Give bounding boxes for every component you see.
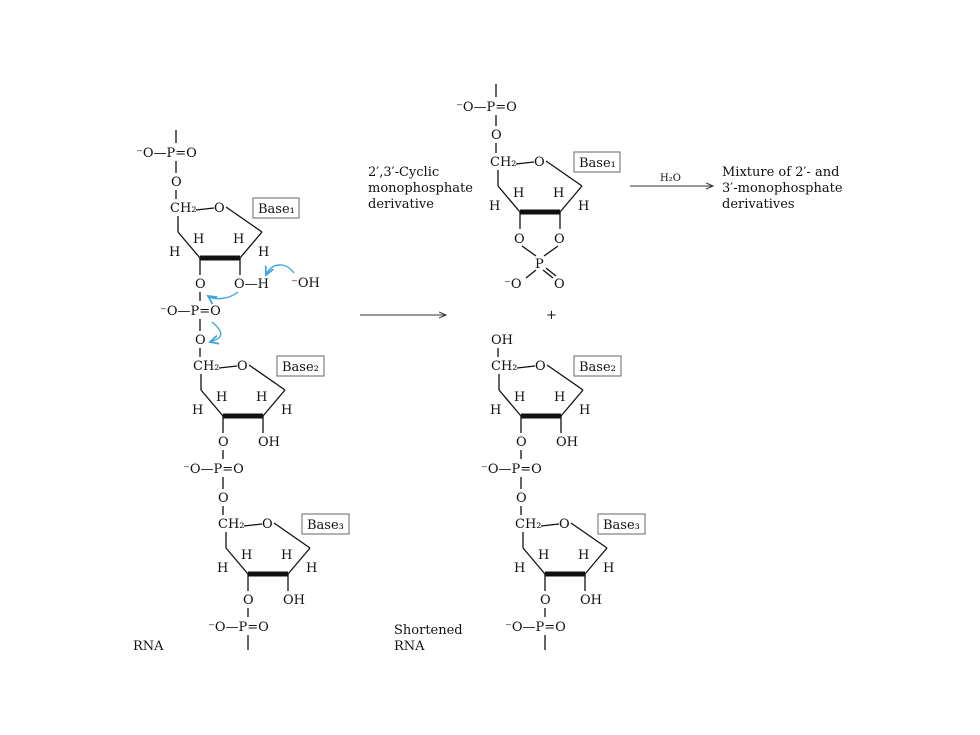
svg-text:H: H xyxy=(513,186,524,201)
attack-arrow-1 xyxy=(266,264,295,275)
base-1-label: Base₁ xyxy=(258,202,295,217)
phosphate-top: ⁻O—P=O xyxy=(136,146,197,161)
svg-text:H: H xyxy=(306,561,317,576)
svg-text:H: H xyxy=(603,561,614,576)
ring-oxygen-2: O xyxy=(237,359,248,374)
oxygen-5prime-2: O xyxy=(195,333,206,348)
ring-oxygen-1: O xyxy=(214,201,225,216)
phosphate-cyclic-top: ⁻O—P=O xyxy=(456,100,517,115)
oxygen-3prime-s3: O xyxy=(540,593,551,608)
base-box-cyclic xyxy=(573,151,621,173)
svg-text:H: H xyxy=(233,232,244,247)
svg-text:H: H xyxy=(216,390,227,405)
base-box-1 xyxy=(252,197,300,219)
hydroxyl-2prime-s3: OH xyxy=(580,593,602,608)
oxygen-5prime-3: O xyxy=(218,491,229,506)
base-box-3 xyxy=(301,513,350,535)
ribose-2: CH₂ O H H H H Base₂ O OH xyxy=(192,355,325,450)
mixture-label-line-3: derivatives xyxy=(722,197,795,212)
ring-oxygen-cyclic: O xyxy=(534,155,545,170)
base-cyclic-label: Base₁ xyxy=(579,156,616,171)
hydroxyl-2prime-2: OH xyxy=(258,435,280,450)
ch2-2: CH₂ xyxy=(193,359,220,374)
svg-text:H: H xyxy=(554,390,565,405)
svg-text:H: H xyxy=(241,548,252,563)
svg-text:H: H xyxy=(579,403,590,418)
hydroxide-ion: ⁻OH xyxy=(291,276,320,291)
oxygen-3prime-1: O xyxy=(195,277,206,292)
cyclic-oxygen-3prime: O xyxy=(514,232,525,247)
attack-arrow-2 xyxy=(208,291,239,299)
ch2-s3: CH₂ xyxy=(515,517,542,532)
ch2-3: CH₂ xyxy=(218,517,245,532)
cyclic-o-minus: ⁻O xyxy=(504,277,522,292)
base-3-label: Base₃ xyxy=(307,518,344,533)
base-2-label: Base₂ xyxy=(282,360,319,375)
svg-text:H: H xyxy=(578,548,589,563)
mixture-label-line-1: Mixture of 2′- and xyxy=(722,165,839,180)
oh-5prime: OH xyxy=(491,333,513,348)
base-box-2 xyxy=(276,355,325,377)
ribose-1: CH₂ O H H H H Base₁ O O—H xyxy=(169,197,300,292)
ch2-1: CH₂ xyxy=(170,201,197,216)
shortened-rna: OH CH₂ O H H H H Base₂ O OH ⁻O—P=O O CH₂… xyxy=(394,333,646,654)
ch2-cyclic: CH₂ xyxy=(490,155,517,170)
phosphate-1: ⁻O—P=O xyxy=(160,304,221,319)
phosphate-s-bottom: ⁻O—P=O xyxy=(505,620,566,635)
phosphate-s2: ⁻O—P=O xyxy=(481,462,542,477)
oxygen-3prime-s2: O xyxy=(516,435,527,450)
cyclic-product: 2′,3′-Cyclic monophosphate derivative ⁻O… xyxy=(368,84,621,292)
svg-text:H: H xyxy=(258,245,269,260)
ring-oxygen-s3: O xyxy=(559,517,570,532)
phosphate-bottom: ⁻O—P=O xyxy=(208,620,269,635)
cyclic-o-double: O xyxy=(554,277,565,292)
rna-chain: ⁻O—P=O O CH₂ O H H H H Base₁ O O—H ⁻OH xyxy=(133,130,350,654)
svg-text:H: H xyxy=(217,561,228,576)
ring-oxygen-3: O xyxy=(262,517,273,532)
base-box-s2 xyxy=(573,355,622,377)
rna-label: RNA xyxy=(133,639,164,654)
svg-text:H: H xyxy=(514,561,525,576)
svg-text:H: H xyxy=(281,548,292,563)
svg-text:H: H xyxy=(490,403,501,418)
svg-text:H: H xyxy=(553,186,564,201)
plus-sign: + xyxy=(546,308,557,323)
mixture-label-line-2: 3′-monophosphate xyxy=(722,181,843,196)
svg-text:H: H xyxy=(193,232,204,247)
svg-text:H: H xyxy=(281,403,292,418)
hydroxyl-2prime-s2: OH xyxy=(556,435,578,450)
shortened-label-line-1: Shortened xyxy=(394,623,463,638)
svg-text:H: H xyxy=(538,548,549,563)
svg-text:H: H xyxy=(514,390,525,405)
svg-text:H: H xyxy=(192,403,203,418)
base-box-s3 xyxy=(597,513,646,535)
cyclic-label-line-1: 2′,3′-Cyclic xyxy=(368,165,439,180)
svg-text:H: H xyxy=(578,199,589,214)
svg-text:H: H xyxy=(256,390,267,405)
water-label: H₂O xyxy=(660,173,681,184)
oxygen-3prime-2: O xyxy=(218,435,229,450)
hydroxyl-2prime-3: OH xyxy=(283,593,305,608)
cyclic-oxygen-2prime: O xyxy=(554,232,565,247)
cyclic-label-line-2: monophosphate xyxy=(368,181,473,196)
oxygen-cyclic-5prime: O xyxy=(491,128,502,143)
phosphate-2: ⁻O—P=O xyxy=(183,462,244,477)
ribose-3: CH₂ O H H H H Base₃ O OH xyxy=(217,513,350,608)
base-s3-label: Base₃ xyxy=(603,518,640,533)
svg-text:H: H xyxy=(169,245,180,260)
svg-text:H: H xyxy=(489,199,500,214)
ring-oxygen-s2: O xyxy=(535,359,546,374)
cyclic-label-line-3: derivative xyxy=(368,197,434,212)
hydroxyl-2prime-1: O—H xyxy=(234,277,269,292)
oxygen-5prime-s3: O xyxy=(516,491,527,506)
shortened-label-line-2: RNA xyxy=(394,639,425,654)
oxygen-3prime-3: O xyxy=(243,593,254,608)
cyclic-phosphorus: P xyxy=(535,257,544,272)
oxygen-5prime-1: O xyxy=(171,175,182,190)
ch2-s2: CH₂ xyxy=(491,359,518,374)
base-s2-label: Base₂ xyxy=(579,360,616,375)
attack-arrow-3 xyxy=(210,321,222,342)
